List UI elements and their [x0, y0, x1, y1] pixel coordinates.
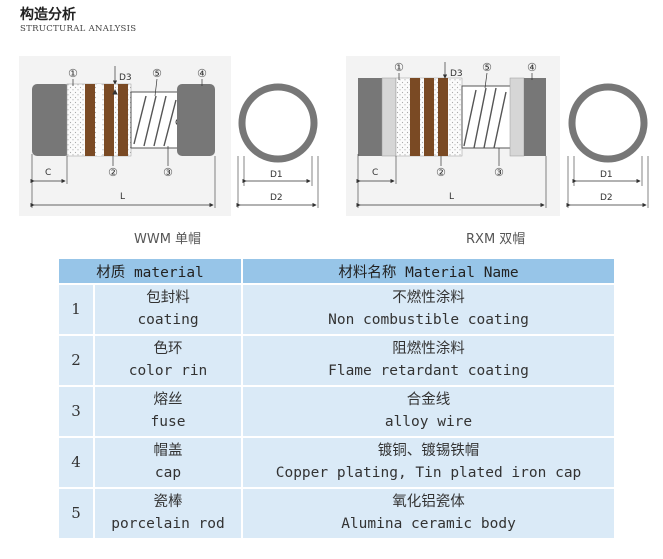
- wwm-dim-d1: D1: [270, 170, 283, 180]
- material-cell: 帽盖 cap: [95, 438, 242, 487]
- table-row: 3 熔丝 fuse 合金线 alloy wire: [59, 387, 614, 436]
- name-en: Non combustible coating: [328, 311, 529, 328]
- name-en: alloy wire: [384, 413, 473, 430]
- rxm-color-band: [410, 78, 420, 156]
- name-zh: 不燃性涂料: [392, 290, 465, 307]
- material-name-cell: 镀铜、镀锡铁帽 Copper plating, Tin plated iron c…: [243, 438, 614, 487]
- material-cell: 熔丝 fuse: [95, 387, 242, 436]
- material-zh: 色环: [153, 341, 183, 358]
- wwm-dim-d2: D2: [270, 193, 283, 203]
- rxm-color-band: [438, 78, 448, 156]
- wwm-callout-3: ③: [163, 166, 173, 179]
- material-cell: 包封料 coating: [95, 285, 242, 334]
- row-number: 5: [59, 489, 93, 538]
- table-row: 5 瓷棒 porcelain rod 氧化铝瓷体 Alumina ceramic b…: [59, 489, 614, 538]
- name-en: Alumina ceramic body: [341, 515, 516, 532]
- rxm-right-outer-cap: [524, 78, 546, 156]
- wwm-callout-5: ⑤: [152, 67, 162, 80]
- section-subtitle: STRUCTURAL ANALYSIS: [20, 24, 137, 34]
- material-cell: 色环 color rin: [95, 336, 242, 385]
- material-name-cell: 氧化铝瓷体 Alumina ceramic body: [243, 489, 614, 538]
- rxm-dim-d2: D2: [600, 193, 613, 203]
- material-table: 材质 material 材料名称 Material Name 1 包封料 coat…: [57, 257, 616, 540]
- wwm-color-band: [85, 84, 95, 156]
- wwm-callout-1: ①: [68, 67, 78, 80]
- rxm-callout-3: ③: [494, 166, 504, 179]
- rxm-left-outer-cap: [358, 78, 382, 156]
- wwm-color-band: [104, 84, 114, 156]
- wwm-dim-d3: D3: [119, 73, 132, 83]
- material-name-cell: 阻燃性涂料 Flame retardant coating: [243, 336, 614, 385]
- rxm-dim-d3: D3: [450, 69, 463, 79]
- rxm-fuse-wire: [463, 87, 507, 149]
- name-zh: 镀铜、镀锡铁帽: [377, 443, 480, 460]
- name-zh: 合金线: [406, 392, 451, 409]
- rxm-callout-4: ④: [527, 61, 537, 74]
- wwm-callout-2: ②: [108, 166, 118, 179]
- rxm-dim-l: L: [449, 192, 454, 202]
- rxm-dim-d1: D1: [600, 170, 613, 180]
- name-zh: 阻燃性涂料: [392, 341, 465, 358]
- wwm-dim-c: C: [45, 168, 51, 178]
- material-en: color rin: [128, 362, 208, 379]
- section-title: 构造分析: [20, 7, 76, 23]
- rxm-structure-diagram: ① ⑤ ④ ② ③ D3 C L D1 D2: [356, 56, 656, 216]
- rxm-porcelain-rod: [461, 85, 513, 149]
- material-en: fuse: [150, 413, 186, 430]
- rxm-end-view-ring: [568, 83, 648, 163]
- material-zh: 帽盖: [153, 443, 183, 460]
- row-number: 4: [59, 438, 93, 487]
- material-zh: 瓷棒: [153, 494, 183, 511]
- material-en: cap: [154, 464, 182, 481]
- wwm-structure-diagram: ① ⑤ ④ ② ③ D3 C L D1 D2: [30, 56, 329, 216]
- material-name-cell: 合金线 alloy wire: [243, 387, 614, 436]
- material-en: coating: [137, 311, 199, 328]
- wwm-callout-4: ④: [197, 67, 207, 80]
- table-header-row: 材质 material 材料名称 Material Name: [59, 259, 614, 283]
- rxm-callout-5: ⑤: [482, 61, 492, 74]
- wwm-right-cap: [177, 84, 215, 156]
- rxm-callout-1: ①: [394, 61, 404, 74]
- table-row: 4 帽盖 cap 镀铜、镀锡铁帽 Copper plating, Tin plate…: [59, 438, 614, 487]
- material-zh: 包封料: [146, 290, 190, 307]
- rxm-caption: RXM 双帽: [466, 232, 526, 247]
- material-zh: 熔丝: [153, 392, 183, 409]
- wwm-dim-l: L: [120, 192, 125, 202]
- header-material-name: 材料名称 Material Name: [243, 259, 614, 283]
- wwm-left-cap: [32, 84, 70, 156]
- wwm-end-view-ring: [238, 83, 318, 163]
- rxm-color-band: [424, 78, 434, 156]
- material-en: porcelain rod: [111, 515, 225, 532]
- name-en: Flame retardant coating: [328, 362, 529, 379]
- material-name-cell: 不燃性涂料 Non combustible coating: [243, 285, 614, 334]
- row-number: 2: [59, 336, 93, 385]
- wwm-color-band: [97, 84, 101, 156]
- name-zh: 氧化铝瓷体: [392, 494, 465, 511]
- wwm-fuse-wire: [133, 95, 177, 147]
- rxm-dim-c: C: [372, 168, 378, 178]
- row-number: 3: [59, 387, 93, 436]
- rxm-left-inner-cap: [381, 77, 397, 157]
- rxm-right-inner-cap: [509, 77, 525, 157]
- material-cell: 瓷棒 porcelain rod: [95, 489, 242, 538]
- table-row: 2 色环 color rin 阻燃性涂料 Flame retardant coati…: [59, 336, 614, 385]
- wwm-caption: WWM 单帽: [134, 232, 202, 247]
- table-row: 1 包封料 coating 不燃性涂料 Non combustible coatin…: [59, 285, 614, 334]
- name-en: Copper plating, Tin plated iron cap: [275, 464, 582, 481]
- wwm-diagram-panel: ① ⑤ ④ ② ③ D3 C L D1 D2: [19, 56, 329, 216]
- wwm-color-band: [118, 84, 128, 156]
- rxm-diagram-panel: ① ⑤ ④ ② ③ D3 C L D1 D2: [346, 56, 656, 216]
- rxm-callout-2: ②: [436, 166, 446, 179]
- header-material: 材质 material: [59, 259, 242, 283]
- row-number: 1: [59, 285, 93, 334]
